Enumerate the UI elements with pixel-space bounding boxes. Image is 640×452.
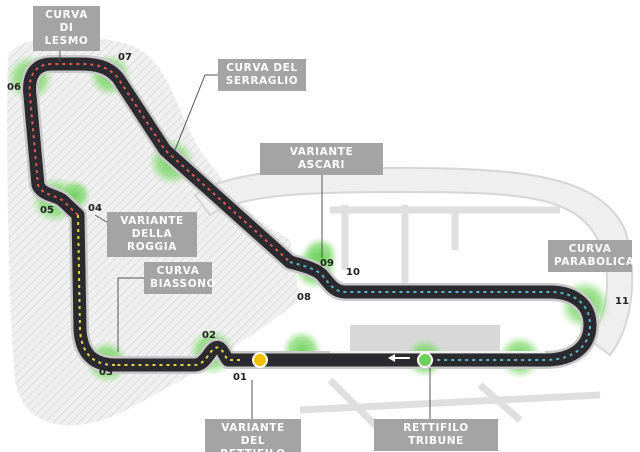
start-finish-marker: [417, 352, 433, 368]
turn-number-08: 08: [297, 292, 311, 303]
banking-ring: [193, 166, 634, 357]
turn-number-04: 04: [88, 203, 102, 214]
turn-number-01: 01: [233, 372, 247, 383]
label-curva-biassono: CURVA BIASSONO: [144, 262, 216, 294]
label-variante-ascari: VARIANTE ASCARI: [260, 143, 383, 175]
label-variante-del-rettifilo: VARIANTE DEL RETTIFILO: [205, 419, 301, 452]
label-curva-di-lesmo: CURVA DI LESMO: [33, 6, 100, 51]
sector-3-line: [289, 261, 592, 361]
turn-number-03: 03: [99, 367, 113, 378]
track-surface: [23, 57, 597, 372]
turn-number-10: 10: [346, 267, 360, 278]
label-rettifilo-tribune: RETTIFILO TRIBUNE: [374, 419, 498, 451]
service-roads: [299, 205, 601, 433]
turn-number-09: 09: [320, 258, 334, 269]
timing-line-marker: [252, 352, 268, 368]
turn-number-05: 05: [40, 205, 54, 216]
sector-1-line-b: [115, 346, 240, 366]
turn-number-07: 07: [118, 52, 132, 63]
turn-number-02: 02: [202, 330, 216, 341]
direction-arrow-icon: [388, 354, 410, 362]
label-curva-del-serraglio: CURVA DEL SERRAGLIO: [218, 59, 306, 91]
sector-2-line: [28, 63, 291, 263]
label-curva-parabolica: CURVA PARABOLICA: [548, 240, 634, 272]
turn-number-06: 06: [7, 82, 21, 93]
turn-number-11: 11: [615, 296, 629, 307]
label-variante-della-roggia: VARIANTE DELLA ROGGIA: [107, 212, 197, 257]
leader-lines: [59, 38, 431, 420]
